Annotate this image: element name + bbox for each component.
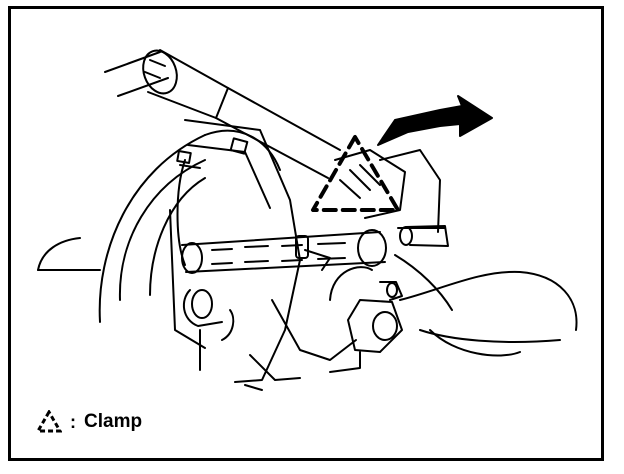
legend-label: Clamp [84,411,143,432]
legend: : Clamp [36,410,142,434]
direction-arrow-icon [377,95,493,146]
clamp-assembly [334,149,449,247]
legend-separator: : [70,411,76,432]
dashed-triangle-icon [36,410,62,433]
brake-drum [37,129,281,323]
clamp-marker-triangle [311,135,400,212]
tool-bar [181,229,387,274]
tool-handle [104,49,341,179]
figure-frame [8,6,604,461]
lower-arm [182,254,578,391]
bracket [169,119,301,383]
